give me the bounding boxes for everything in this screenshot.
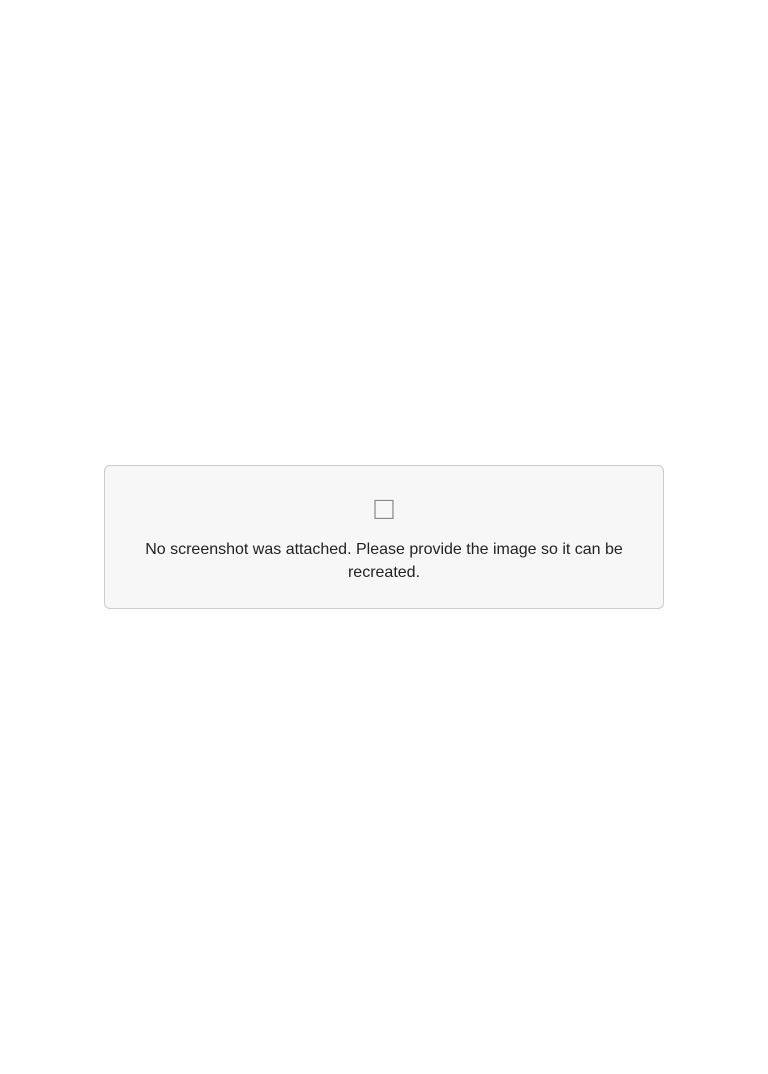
image-missing-icon: □ xyxy=(374,490,394,527)
notice-text: No screenshot was attached. Please provi… xyxy=(145,541,623,581)
missing-image-notice: □ No screenshot was attached. Please pro… xyxy=(104,465,664,609)
